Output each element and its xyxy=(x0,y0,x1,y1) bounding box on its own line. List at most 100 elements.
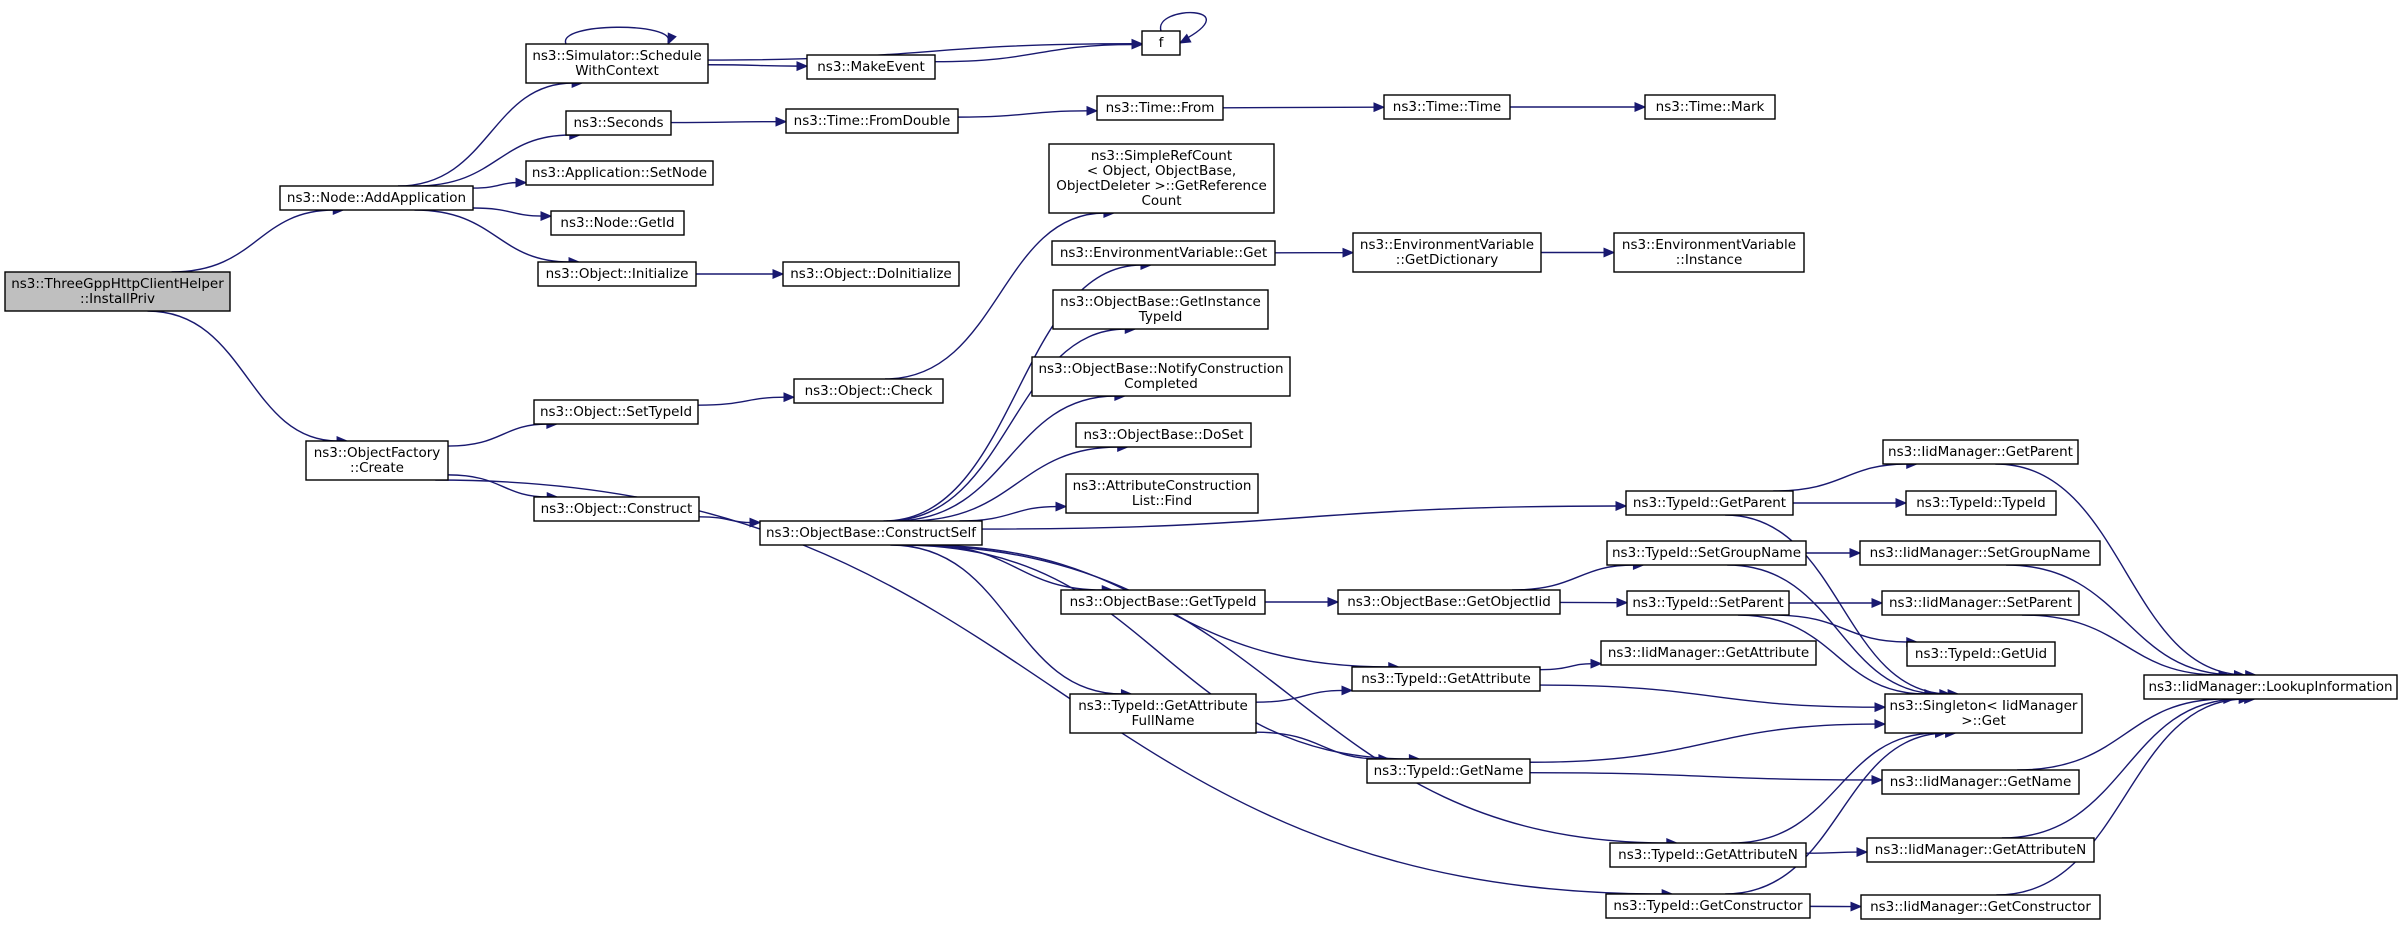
node-ofCreate[interactable]: ns3::ObjectFactory::Create xyxy=(305,440,449,481)
node-label: ns3::SimpleRefCount xyxy=(1091,148,1232,164)
node-label: ns3::IidManager::GetName xyxy=(1890,774,2072,790)
node-nodeGetId[interactable]: ns3::Node::GetId xyxy=(550,210,685,236)
node-timeTime[interactable]: ns3::Time::Time xyxy=(1383,94,1511,120)
edge-arrowhead xyxy=(540,211,553,222)
node-timeMark[interactable]: ns3::Time::Mark xyxy=(1644,94,1776,120)
node-obNotify[interactable]: ns3::ObjectBase::NotifyConstructionCompl… xyxy=(1031,356,1291,397)
node-tidGetAttrN[interactable]: ns3::TypeId::GetAttributeN xyxy=(1609,842,1807,868)
node-tidSetParent[interactable]: ns3::TypeId::SetParent xyxy=(1626,590,1790,616)
node-iidSetParent[interactable]: ns3::IidManager::SetParent xyxy=(1881,590,2080,616)
node-makeEvent[interactable]: ns3::MakeEvent xyxy=(806,54,936,80)
node-box xyxy=(1141,30,1181,56)
node-iidGetAttr[interactable]: ns3::IidManager::GetAttribute xyxy=(1600,640,1817,666)
node-seconds[interactable]: ns3::Seconds xyxy=(565,110,672,136)
node-box xyxy=(1337,589,1561,615)
node-iidSetGroup[interactable]: ns3::IidManager::SetGroupName xyxy=(1859,540,2101,566)
node-objDoInit[interactable]: ns3::Object::DoInitialize xyxy=(782,261,960,287)
node-tidGetParent[interactable]: ns3::TypeId::GetParent xyxy=(1625,490,1794,516)
node-box xyxy=(793,378,944,404)
edge-timeFrom-to-timeTime xyxy=(1222,102,1386,113)
edge-tidGetAttr-to-singletonGet xyxy=(1539,684,1887,713)
node-iidGetCtor[interactable]: ns3::IidManager::GetConstructor xyxy=(1860,894,2101,920)
edge-line xyxy=(670,120,778,124)
edge-tidGetAttr-to-iidGetAttr xyxy=(1539,658,1603,671)
node-box xyxy=(537,261,697,287)
edge-obConstructSelf-to-tidGetAttrFull xyxy=(890,544,1133,699)
node-singletonGet[interactable]: ns3::Singleton< IidManager >::Get xyxy=(1884,693,2083,734)
node-box xyxy=(565,110,672,136)
edge-line xyxy=(2017,698,2225,771)
node-box xyxy=(1906,641,2056,667)
node-tidTypeId[interactable]: ns3::TypeId::TypeId xyxy=(1905,490,2057,516)
node-label: ns3::AttributeConstruction xyxy=(1073,478,1252,494)
edge-line xyxy=(171,209,335,273)
node-iidGetParent[interactable]: ns3::IidManager::GetParent xyxy=(1882,439,2079,465)
edge-line xyxy=(697,396,786,406)
edge-objSetTypeId-to-objCheck xyxy=(697,392,796,406)
node-iidGetAttrN[interactable]: ns3::IidManager::GetAttributeN xyxy=(1866,837,2095,863)
node-label: ns3::Object::DoInitialize xyxy=(790,266,952,282)
node-label: < Object, ObjectBase, xyxy=(1087,163,1236,179)
edge-tidGetCtor-to-singletonGet xyxy=(1725,728,1957,895)
node-box xyxy=(1051,240,1276,266)
node-label: ns3::IidManager::GetAttributeN xyxy=(1875,842,2086,858)
node-obGetTypeId[interactable]: ns3::ObjectBase::GetTypeId xyxy=(1060,589,1266,615)
node-label: ns3::Simulator::Schedule xyxy=(532,48,701,64)
node-label: ns3::TypeId::SetParent xyxy=(1632,595,1783,611)
node-f[interactable]: f xyxy=(1141,30,1181,56)
node-label: ns3::Node::AddApplication xyxy=(287,190,466,206)
node-objCheck[interactable]: ns3::Object::Check xyxy=(793,378,944,404)
node-tidGetCtor[interactable]: ns3::TypeId::GetConstructor xyxy=(1605,893,1811,919)
edge-line xyxy=(447,423,548,447)
edge-objConstruct-to-obConstructSelf xyxy=(698,516,762,528)
node-tidSetGroup[interactable]: ns3::TypeId::SetGroupName xyxy=(1606,540,1807,566)
node-tidGetUid[interactable]: ns3::TypeId::GetUid xyxy=(1906,641,2056,667)
node-box xyxy=(1031,356,1291,397)
node-box xyxy=(1884,693,2083,734)
edge-line xyxy=(886,328,1127,522)
node-box xyxy=(785,108,959,134)
node-label: ns3::Time::Time xyxy=(1393,99,1501,115)
edge-line xyxy=(900,544,1411,760)
node-iidGetName[interactable]: ns3::IidManager::GetName xyxy=(1881,769,2080,795)
edge-tidGetParent-to-tidTypeId xyxy=(1793,498,1908,508)
node-obDoSet[interactable]: ns3::ObjectBase::DoSet xyxy=(1075,422,1252,448)
edge-tidGetCtor-to-iidGetCtor xyxy=(1809,901,1863,912)
node-objConstruct[interactable]: ns3::Object::Construct xyxy=(533,496,700,522)
node-srcGetRef[interactable]: ns3::SimpleRefCount< Object, ObjectBase,… xyxy=(1048,143,1275,214)
node-tidGetAttr[interactable]: ns3::TypeId::GetAttribute xyxy=(1351,666,1541,692)
edge-obGetObjectIid-to-tidSetParent xyxy=(1559,597,1629,608)
edge-arrowhead xyxy=(1327,597,1340,607)
node-label: Completed xyxy=(1124,376,1198,392)
node-appSetNode[interactable]: ns3::Application::SetNode xyxy=(525,160,714,186)
node-addApp[interactable]: ns3::Node::AddApplication xyxy=(279,185,474,211)
node-obGetObjectIid[interactable]: ns3::ObjectBase::GetObjectIid xyxy=(1337,589,1561,615)
node-box xyxy=(1052,289,1269,330)
edge-line xyxy=(883,264,1142,522)
node-timeFromDouble[interactable]: ns3::Time::FromDouble xyxy=(785,108,959,134)
node-envGet[interactable]: ns3::EnvironmentVariable::Get xyxy=(1051,240,1276,266)
node-box xyxy=(1625,490,1794,516)
node-tidGetName[interactable]: ns3::TypeId::GetName xyxy=(1366,758,1531,784)
node-envGetDict[interactable]: ns3::EnvironmentVariable::GetDictionary xyxy=(1352,232,1542,273)
node-label: ns3::MakeEvent xyxy=(817,59,925,75)
edge-simSchedule-to-simSchedule xyxy=(565,26,677,46)
node-label: TypeId xyxy=(1138,309,1183,325)
edge-line xyxy=(1160,11,1208,42)
node-obConstructSelf[interactable]: ns3::ObjectBase::ConstructSelf xyxy=(759,520,983,546)
node-iidLookup[interactable]: ns3::IidManager::LookupInformation xyxy=(2143,674,2398,700)
node-label: ns3::Node::GetId xyxy=(560,215,674,231)
node-envInstance[interactable]: ns3::EnvironmentVariable::Instance xyxy=(1613,232,1805,273)
edge-arrowhead xyxy=(1874,702,1887,713)
node-timeFrom[interactable]: ns3::Time::From xyxy=(1096,95,1224,121)
node-objInit[interactable]: ns3::Object::Initialize xyxy=(537,261,697,287)
edge-arrowhead xyxy=(796,61,809,72)
node-label: ns3::EnvironmentVariable xyxy=(1622,237,1796,253)
node-objSetTypeId[interactable]: ns3::Object::SetTypeId xyxy=(533,399,699,425)
edge-arrowhead xyxy=(1603,247,1616,258)
